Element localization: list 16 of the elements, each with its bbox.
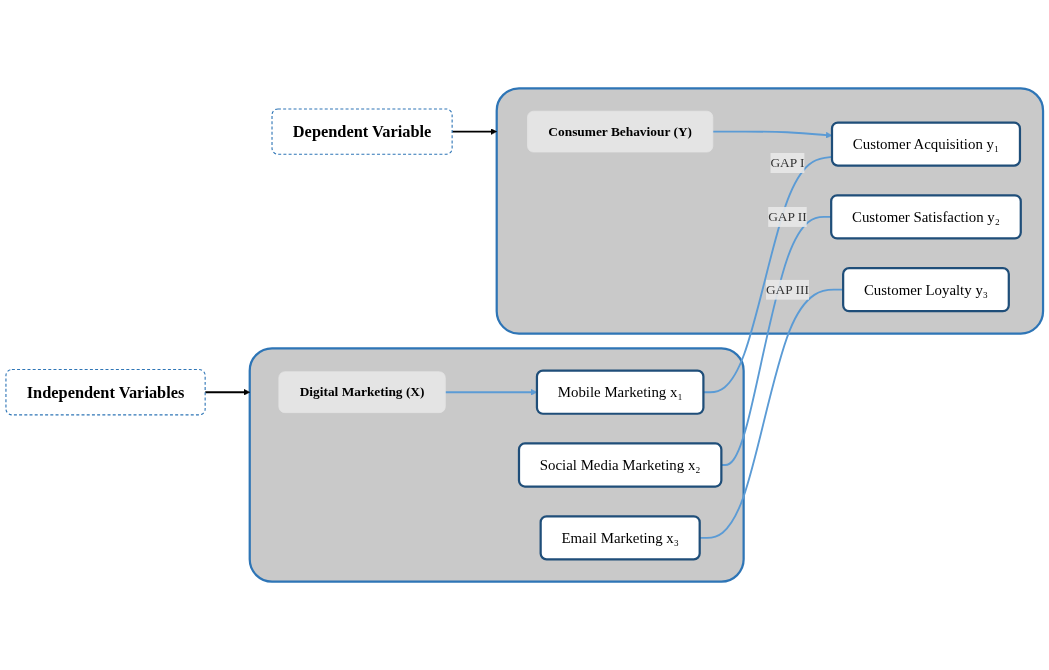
node-box: Mobile Marketing x₁ — [535, 369, 705, 415]
node-box: Customer Acquisition y₁ — [830, 121, 1022, 167]
node-box: Customer Loyalty y₃ — [842, 267, 1010, 313]
edge-label: GAP II — [768, 209, 807, 224]
node-box: Independent Variables — [5, 369, 206, 416]
node-box: Customer Satisfaction y₂ — [830, 194, 1022, 240]
cluster — [495, 87, 1045, 335]
node-box: Social Media Marketing x₂ — [517, 442, 723, 488]
arrow — [711, 130, 833, 139]
cluster — [248, 347, 745, 583]
node-box: Digital Marketing (X) — [278, 371, 446, 413]
edge-label: GAP I — [770, 155, 805, 171]
edge-label: GAP III — [765, 281, 809, 297]
node-box: Consumer Behaviour (Y) — [527, 110, 714, 153]
node-box: Email Marketing x₃ — [539, 515, 701, 561]
node-box: Dependent Variable — [271, 108, 453, 155]
